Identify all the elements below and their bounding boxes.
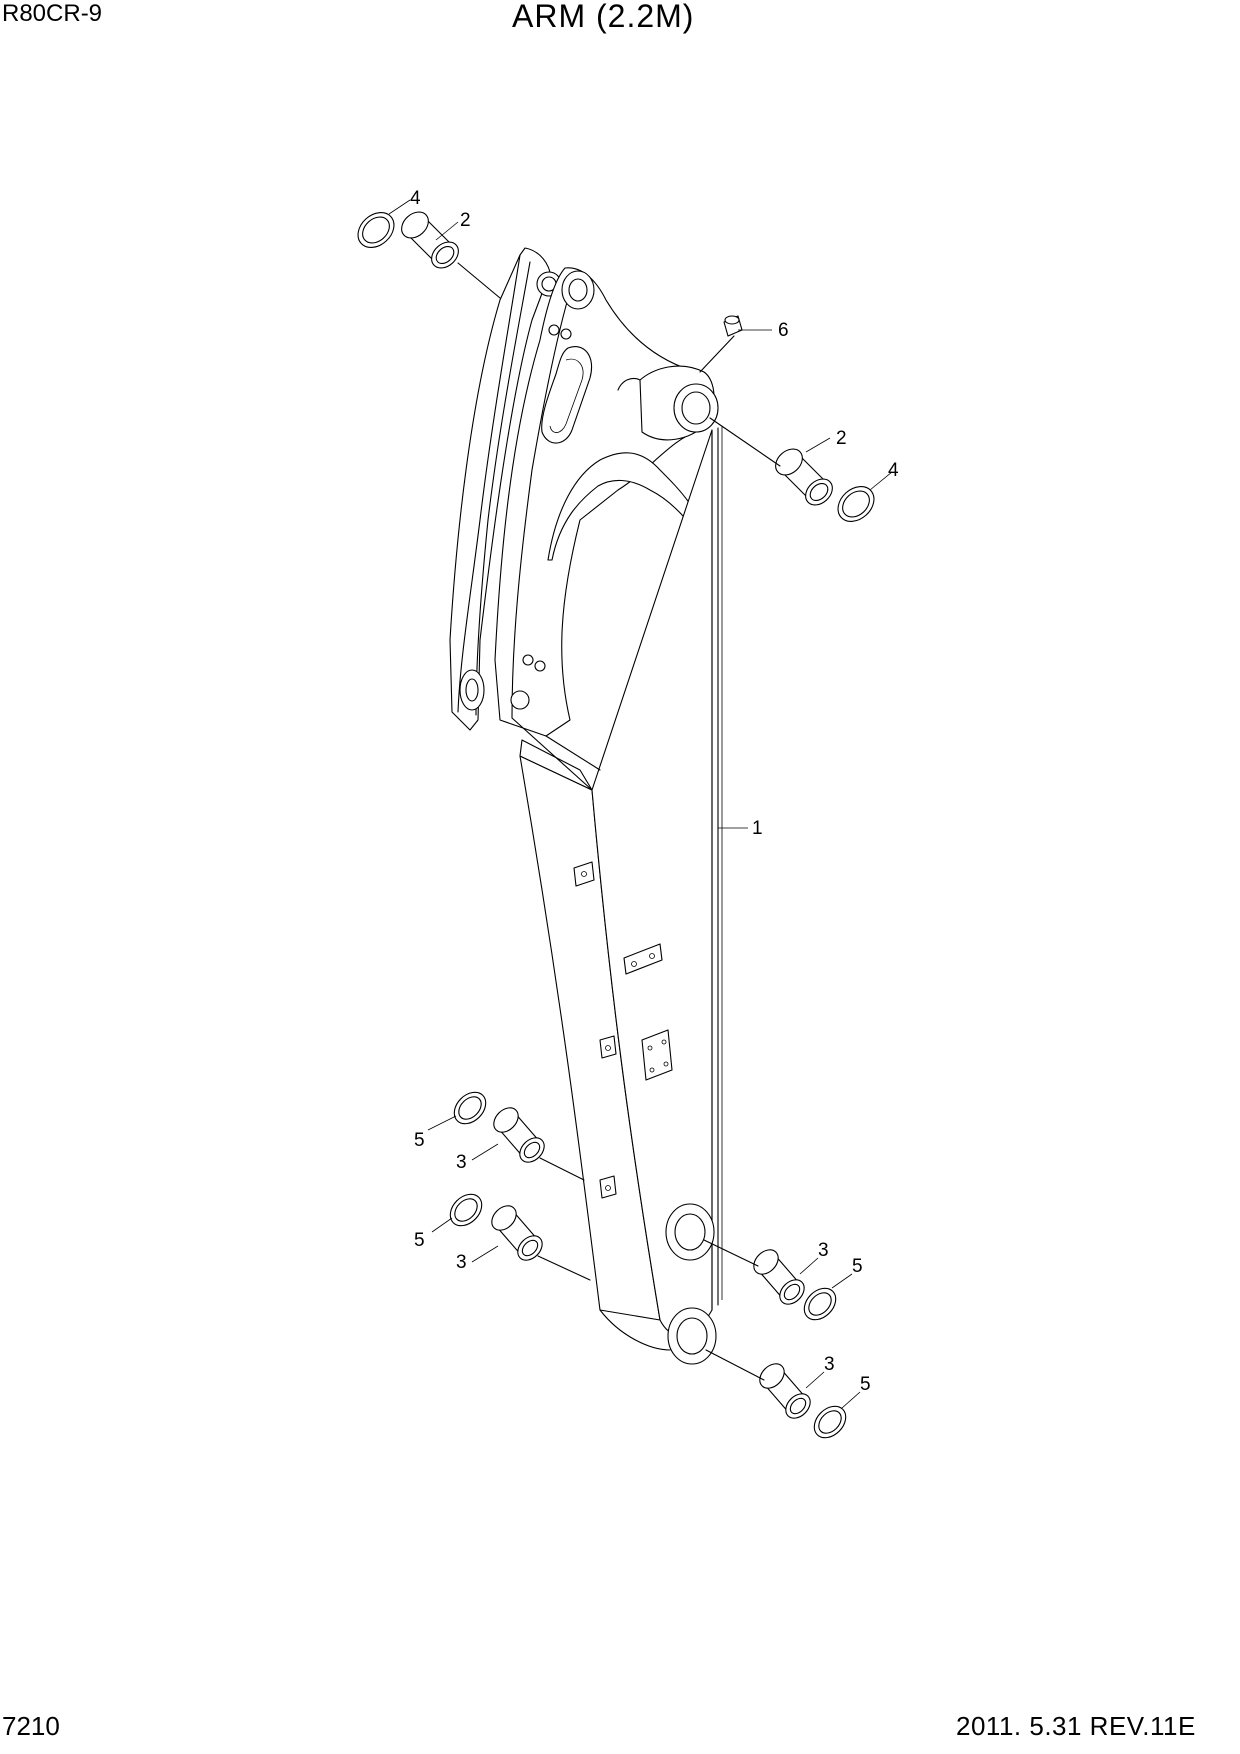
bushing-lower-right-b [705,1349,811,1419]
arm-body [449,247,723,1365]
callout-4-upper-right: 4 [888,460,899,481]
callout-6: 6 [778,320,789,341]
callout-3-lower-left-b: 3 [456,1252,467,1273]
callout-5-lower-left-a: 5 [414,1130,425,1151]
grease-nipple-6 [699,315,743,373]
bushing-lower-left-b [491,1205,591,1281]
callout-3-lower-left-a: 3 [456,1152,467,1173]
callout-2-upper-left: 2 [460,210,471,231]
callout-5-lower-right-b: 5 [860,1374,871,1395]
callout-3-lower-right-b: 3 [824,1354,835,1375]
callout-3-lower-right-a: 3 [818,1240,829,1261]
diagram-title: ARM (2.2M) [512,0,695,34]
shim-upper-left [357,212,395,248]
shim-lower-right-a [803,1287,837,1321]
callout-2-upper-right: 2 [836,428,847,449]
shim-upper-right [837,486,875,522]
shim-lower-left-b [449,1193,483,1227]
bushing-lower-right-a [703,1239,805,1305]
callout-5-lower-left-b: 5 [414,1230,425,1251]
bushing-upper-left [401,211,501,299]
model-code: R80CR-9 [2,0,103,27]
callout-1: 1 [752,818,763,839]
revision-date: 2011. 5.31 REV.11E [956,1711,1196,1741]
callout-4-upper-left: 4 [410,188,421,209]
page-number: 7210 [2,1711,60,1741]
bushing-upper-right [709,417,833,506]
callout-5-lower-right-a: 5 [852,1256,863,1277]
bushing-lower-left-a [493,1107,585,1181]
callout-leaders [388,199,893,1409]
shim-lower-right-b [813,1405,847,1439]
shim-lower-left-a [453,1091,487,1125]
